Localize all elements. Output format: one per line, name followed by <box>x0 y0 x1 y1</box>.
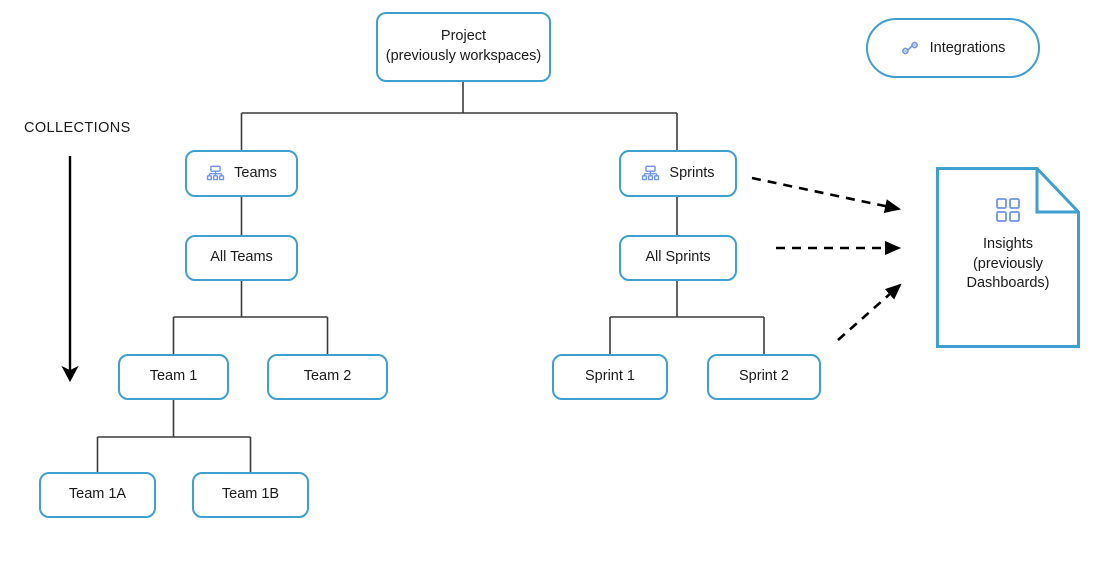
node-insights-label: Insights (previously Dashboards) <box>966 236 1050 292</box>
node-sprint-2[interactable]: Sprint 2 <box>707 354 821 400</box>
hierarchy-icon <box>206 164 225 183</box>
node-team-1b[interactable]: Team 1B <box>192 472 309 518</box>
node-project[interactable]: Project (previously workspaces) <box>376 12 551 82</box>
dashboard-grid-icon <box>995 197 1021 223</box>
node-project-line2: (previously workspaces) <box>385 48 542 64</box>
node-team-1b-label: Team 1B <box>221 486 280 503</box>
node-team-1a[interactable]: Team 1A <box>39 472 156 518</box>
node-sprints-label: Sprints <box>669 164 715 181</box>
arrow-sprint2-to-insights <box>837 283 902 341</box>
node-sprint-1[interactable]: Sprint 1 <box>552 354 668 400</box>
document-fold <box>1035 168 1079 214</box>
node-team-1-label: Team 1 <box>149 368 198 385</box>
link-icon <box>901 39 919 57</box>
node-all-teams[interactable]: All Teams <box>185 235 298 281</box>
node-sprints[interactable]: Sprints <box>619 150 737 197</box>
node-sprint-1-label: Sprint 1 <box>585 368 635 385</box>
hierarchy-icon <box>641 164 660 183</box>
node-all-teams-label: All Teams <box>210 249 273 266</box>
node-project-line1: Project <box>440 28 487 45</box>
collections-label: COLLECTIONS <box>24 120 131 136</box>
node-all-sprints-label: All Sprints <box>645 249 711 266</box>
node-team-2-label: Team 2 <box>303 368 352 385</box>
node-team-1a-label: Team 1A <box>68 486 127 503</box>
node-teams[interactable]: Teams <box>185 150 298 197</box>
node-teams-label: Teams <box>234 164 277 181</box>
arrow-sprints-to-insights <box>751 176 902 213</box>
node-team-2[interactable]: Team 2 <box>267 354 388 400</box>
node-integrations[interactable]: Integrations <box>866 18 1040 78</box>
node-all-sprints[interactable]: All Sprints <box>619 235 737 281</box>
node-sprint-2-label: Sprint 2 <box>739 368 789 385</box>
node-team-1[interactable]: Team 1 <box>118 354 229 400</box>
node-insights[interactable]: Insights (previously Dashboards) <box>936 167 1080 348</box>
node-integrations-label: Integrations <box>929 40 1006 56</box>
